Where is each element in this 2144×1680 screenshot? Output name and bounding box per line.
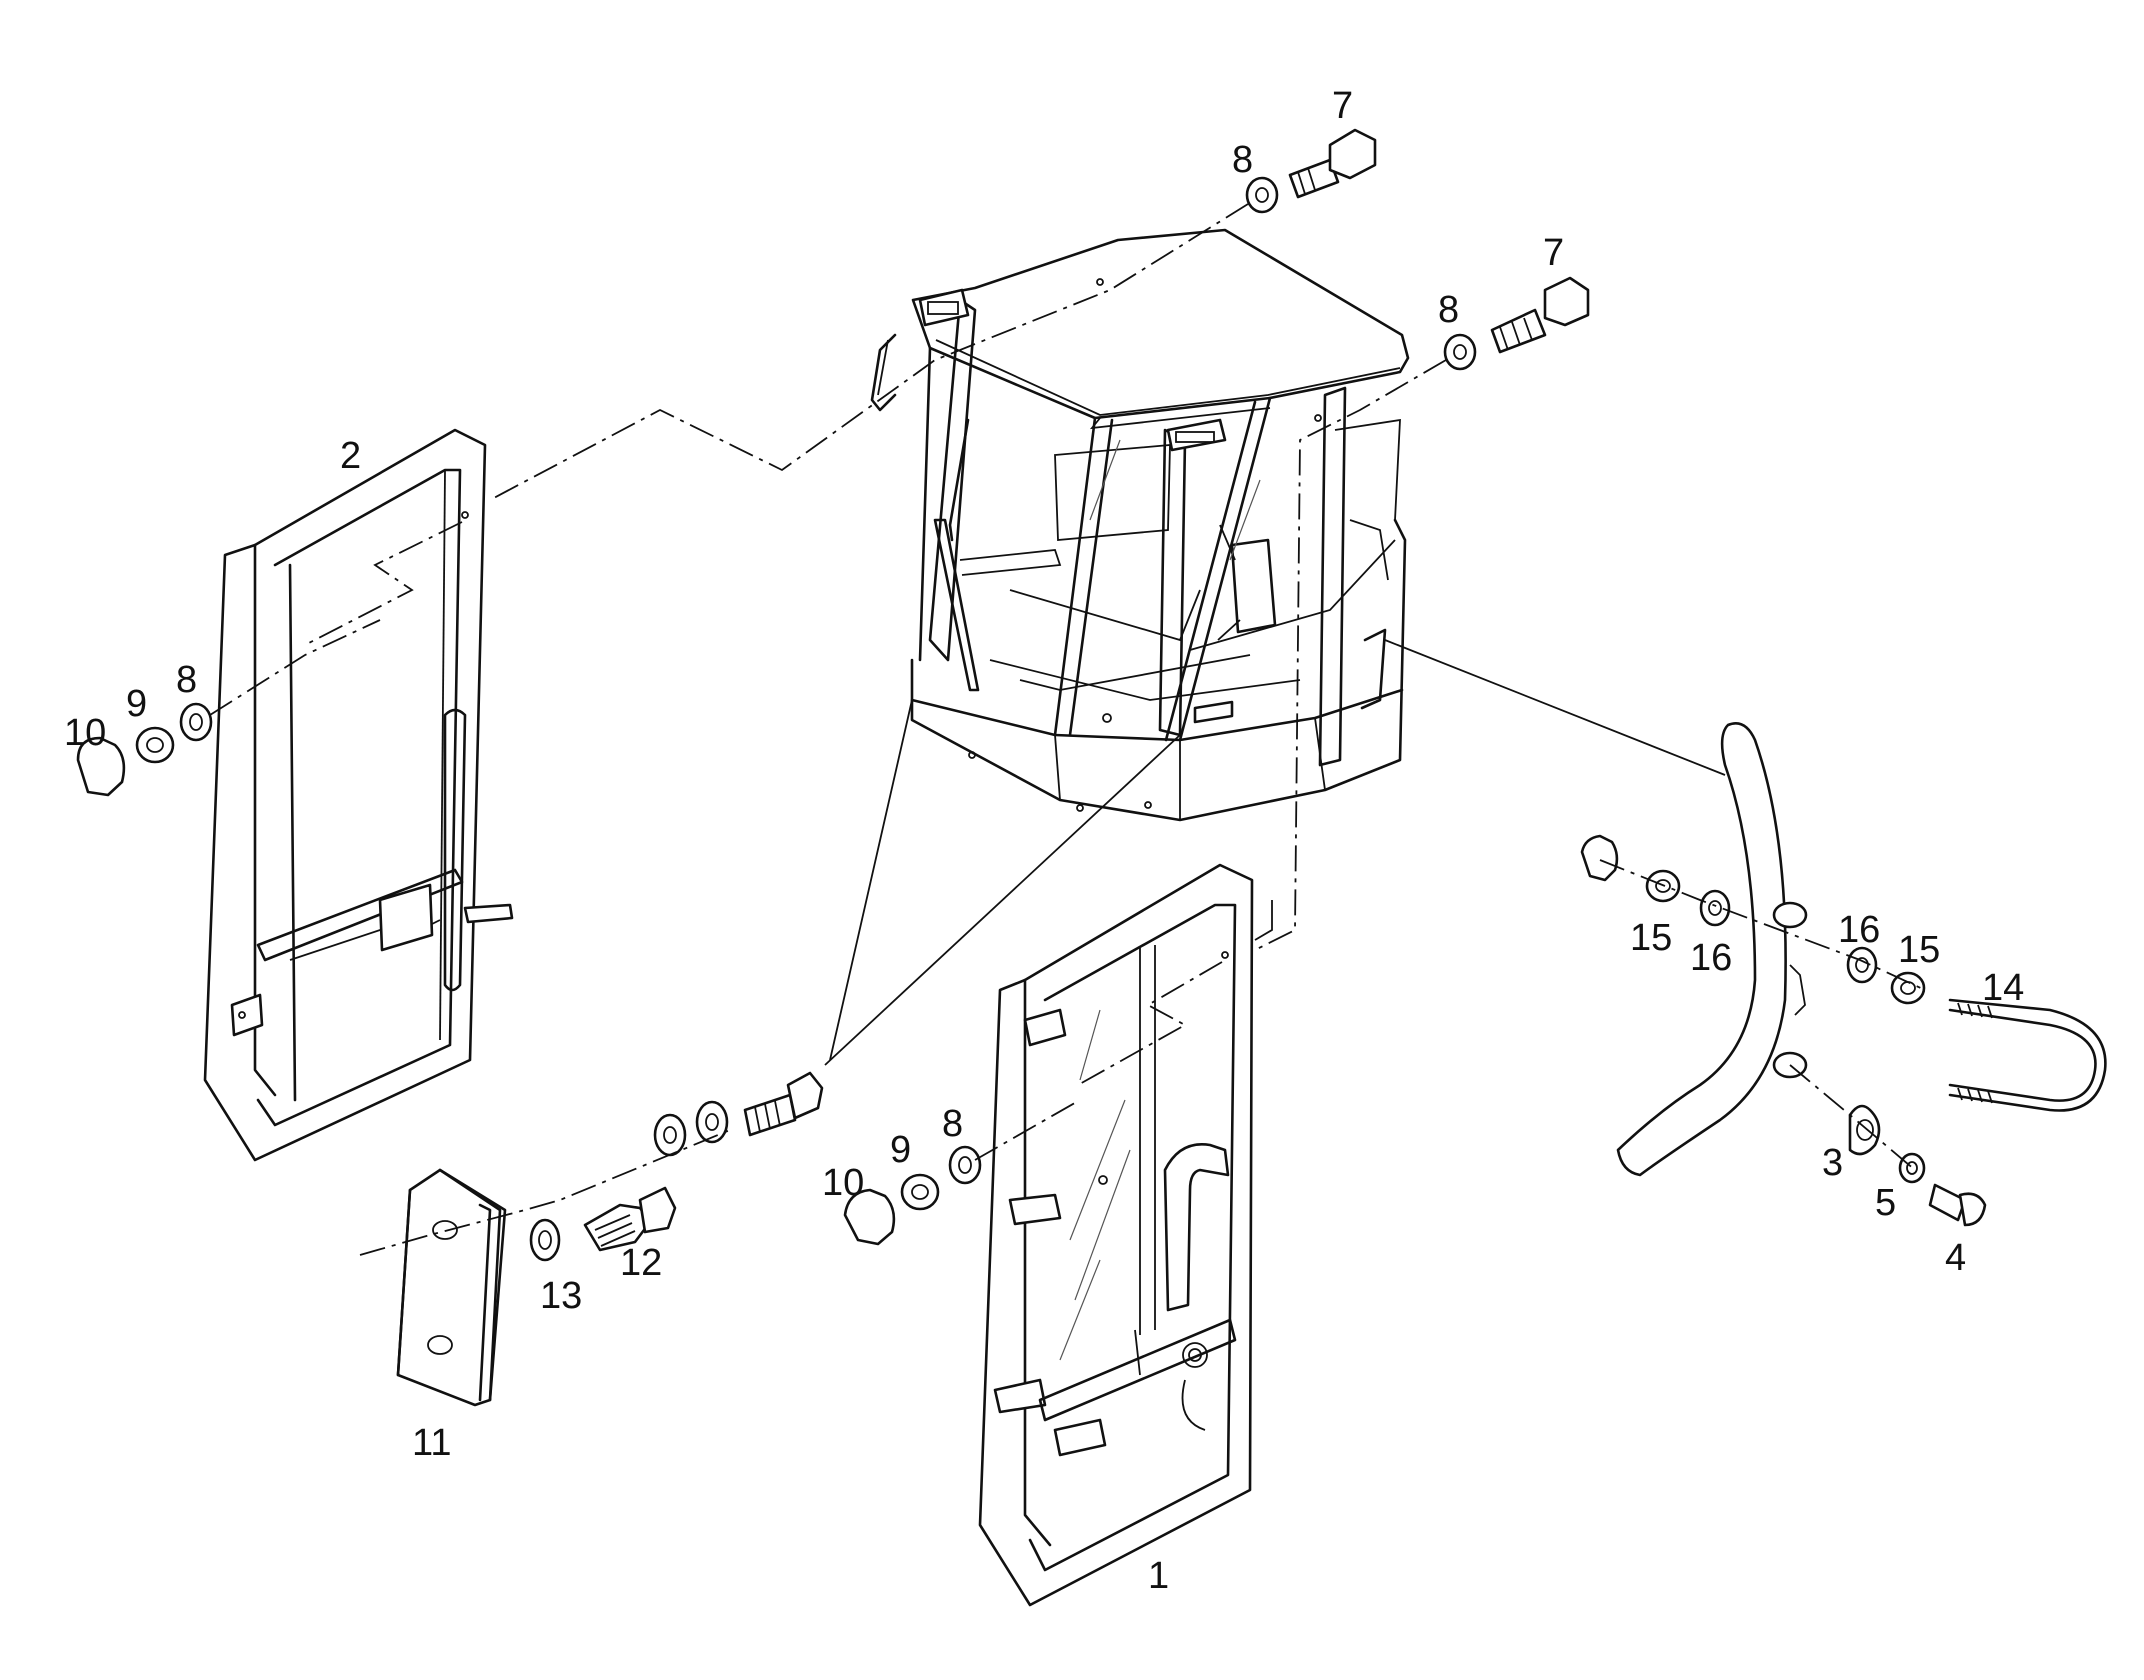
callout-16-left: 16 — [1690, 937, 1732, 979]
callout-10-left: 10 — [64, 712, 106, 754]
callout-16-right: 16 — [1838, 909, 1880, 951]
callout-8-top: 8 — [1232, 139, 1253, 181]
callout-11: 11 — [412, 1422, 451, 1464]
callout-12: 12 — [620, 1242, 662, 1284]
callout-4: 4 — [1945, 1237, 1966, 1279]
callout-10-center: 10 — [822, 1162, 864, 1204]
callout-3: 3 — [1822, 1142, 1843, 1184]
callout-15-right: 15 — [1898, 929, 1940, 971]
top-bolt-set-1 — [489, 128, 1377, 501]
bracket-11-assembly — [359, 1071, 824, 1407]
callout-8-right: 8 — [1438, 289, 1459, 331]
callout-7-right: 7 — [1543, 232, 1564, 274]
callout-5: 5 — [1875, 1182, 1896, 1224]
callout-7-top: 7 — [1332, 85, 1353, 127]
callout-labels: 1 2 3 4 5 7 7 8 8 8 8 9 9 10 10 11 12 13… — [64, 85, 2024, 1597]
fastener-stack-center — [843, 1099, 1081, 1246]
door-2 — [203, 428, 514, 1162]
callout-8-center: 8 — [942, 1103, 963, 1145]
fastener-stack-left — [76, 619, 381, 797]
step-bracket-assembly — [1580, 722, 2107, 1227]
callout-1: 1 — [1148, 1555, 1169, 1597]
callout-15-left: 15 — [1630, 917, 1672, 959]
door-1 — [978, 863, 1254, 1607]
callout-13: 13 — [540, 1275, 582, 1317]
leader-lines — [824, 639, 1726, 1066]
callout-9-center: 9 — [890, 1129, 911, 1171]
callout-2: 2 — [340, 435, 361, 477]
callout-8-left: 8 — [176, 659, 197, 701]
callout-14: 14 — [1982, 967, 2024, 1009]
cab-assembly — [870, 228, 1410, 822]
top-bolt-set-2 — [1254, 276, 1590, 951]
callout-9-left: 9 — [126, 683, 147, 725]
